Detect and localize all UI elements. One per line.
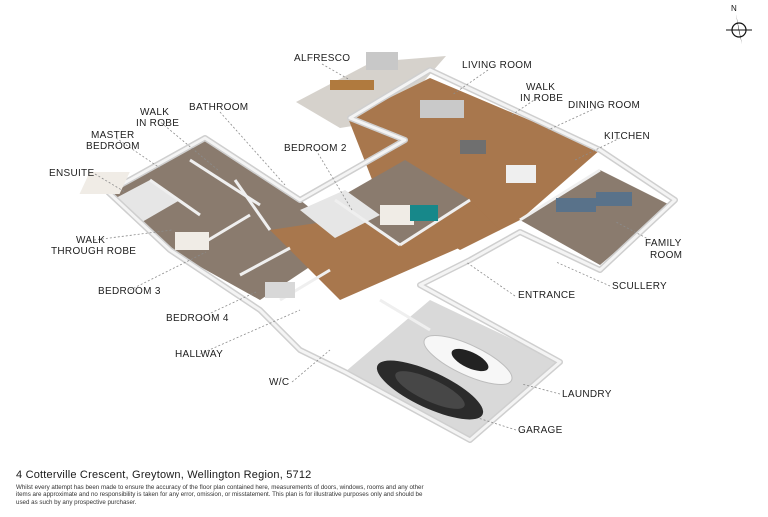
label-scullery: SCULLERY bbox=[612, 281, 668, 292]
label-walk-through-robe-line1: WALK bbox=[76, 235, 106, 246]
label-dining-room: DINING ROOM bbox=[568, 100, 641, 111]
bathroom-floor bbox=[300, 190, 380, 238]
label-hallway: HALLWAY bbox=[175, 349, 224, 360]
label-walk-in-robe-top-line1: WALK bbox=[526, 82, 556, 93]
label-walk-in-robe-left-line2: IN ROBE bbox=[136, 118, 180, 129]
garage-car-white bbox=[423, 335, 513, 385]
label-family-room-line2: ROOM bbox=[650, 250, 683, 261]
compass-north-letter: N bbox=[731, 4, 737, 13]
alfresco-deck bbox=[296, 56, 446, 128]
label-alfresco: ALFRESCO bbox=[294, 53, 351, 64]
label-entrance: ENTRANCE bbox=[518, 290, 576, 301]
label-laundry: LAUNDRY bbox=[562, 389, 612, 400]
label-wc: W/C bbox=[269, 377, 290, 388]
garage-car-dark bbox=[376, 360, 484, 420]
family-room-floor bbox=[520, 170, 670, 265]
label-master-bedroom-line2: BEDROOM bbox=[86, 141, 140, 152]
disclaimer-text: Whilst every attempt has been made to en… bbox=[16, 484, 424, 506]
label-bedroom-2: BEDROOM 2 bbox=[284, 143, 347, 154]
bedroom-2-floor bbox=[335, 160, 470, 245]
north-compass-icon bbox=[726, 14, 752, 44]
label-kitchen: KITCHEN bbox=[604, 131, 650, 142]
label-bathroom: BATHROOM bbox=[189, 102, 249, 113]
label-family-room-line1: FAMILY bbox=[645, 238, 682, 249]
furniture bbox=[79, 52, 632, 298]
label-walk-in-robe-left-line1: WALK bbox=[140, 107, 170, 118]
bedroom-wing-floor bbox=[108, 138, 350, 300]
label-bedroom-3: BEDROOM 3 bbox=[98, 286, 161, 297]
label-bedroom-4: BEDROOM 4 bbox=[166, 313, 229, 324]
label-living-room: LIVING ROOM bbox=[462, 60, 532, 71]
label-walk-through-robe-line2: THROUGH ROBE bbox=[51, 246, 137, 257]
label-ensuite: ENSUITE bbox=[49, 168, 95, 179]
property-address: 4 Cotterville Crescent, Greytown, Wellin… bbox=[16, 469, 312, 481]
label-garage: GARAGE bbox=[518, 425, 563, 436]
label-walk-in-robe-top-line2: IN ROBE bbox=[520, 93, 564, 104]
outer-walls-highlight bbox=[106, 68, 677, 442]
label-master-bedroom-line1: MASTER bbox=[91, 130, 135, 141]
leader-lines bbox=[93, 63, 651, 431]
